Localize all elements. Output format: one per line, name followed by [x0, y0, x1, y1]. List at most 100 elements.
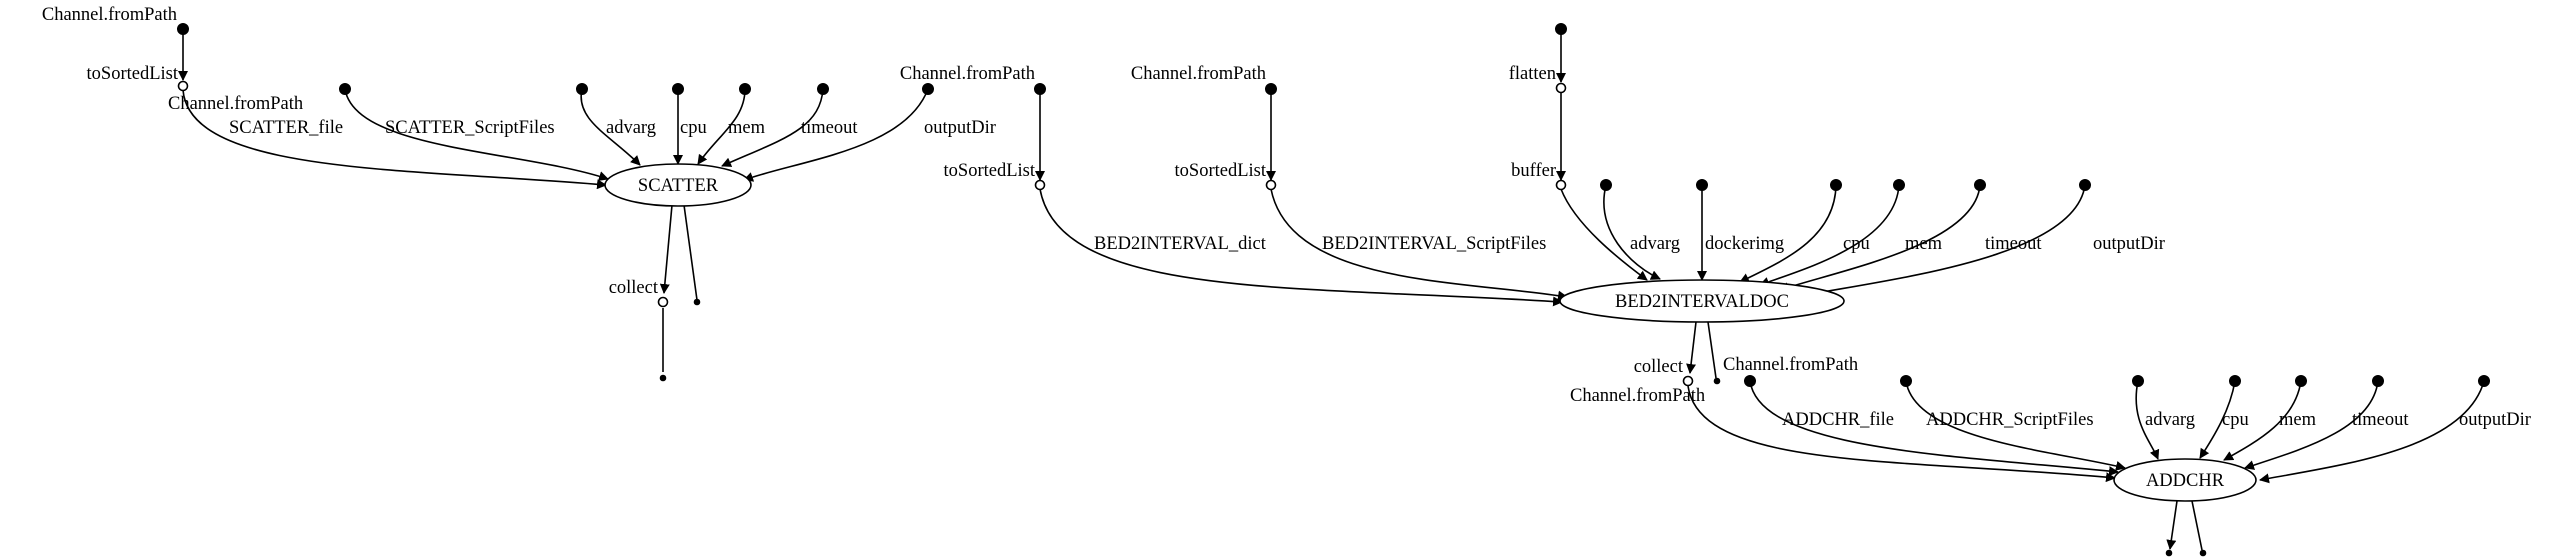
edge-label: timeout	[1985, 234, 2042, 254]
channel-label: Channel.fromPath	[168, 94, 303, 114]
scatter-cluster: SCATTER Channel.fromPath toSortedList Ch…	[42, 5, 996, 382]
edge-label: advarg	[1630, 234, 1680, 254]
channel-label: Channel.fromPath	[1131, 64, 1266, 84]
edge	[580, 88, 641, 166]
source-dot	[1744, 375, 1756, 387]
source-dot	[339, 83, 351, 95]
operator-label: toSortedList	[1175, 161, 1267, 181]
process-node-addchr	[2113, 458, 2257, 502]
edge-label: advarg	[2145, 410, 2195, 430]
edge-label: cpu	[1843, 234, 1870, 254]
edge-label: outputDir	[2459, 410, 2531, 430]
edge	[1687, 385, 2116, 483]
source-dot	[2478, 375, 2490, 387]
edge	[1739, 184, 1837, 283]
process-label-bed2intervaldoc: BED2INTERVALDOC	[1615, 292, 1789, 312]
channel-label: Channel.fromPath	[1723, 355, 1858, 375]
source-dot	[1555, 23, 1567, 35]
operator-label: flatten	[1509, 64, 1556, 84]
edge-label: ADDCHR_file	[1782, 410, 1894, 430]
process-label-addchr: ADDCHR	[2146, 471, 2225, 491]
edge-label: timeout	[801, 118, 858, 138]
source-dot	[672, 83, 684, 95]
operator-node	[1034, 179, 1046, 191]
sink-dot	[659, 374, 667, 382]
edge-label: dockerimg	[1705, 234, 1784, 254]
edge-label: outputDir	[2093, 234, 2165, 254]
edge-label: ADDCHR_ScriptFiles	[1926, 410, 2094, 430]
operator-label: buffer	[1511, 161, 1556, 181]
edge-label: cpu	[680, 118, 707, 138]
channel-label: Channel.fromPath	[42, 5, 177, 25]
edge	[1749, 380, 2119, 477]
edge-label: SCATTER_file	[229, 118, 343, 138]
channel-label: Channel.fromPath	[1570, 386, 1705, 406]
operator-node	[1265, 179, 1277, 191]
source-dot	[1830, 179, 1842, 191]
edge	[2259, 380, 2485, 484]
source-dot	[922, 83, 934, 95]
edge	[743, 88, 929, 182]
edge	[1905, 380, 2126, 471]
edge-label: timeout	[2352, 410, 2409, 430]
edge-label: SCATTER_ScriptFiles	[385, 118, 555, 138]
operator-label: collect	[1634, 357, 1684, 377]
sink-dot	[1713, 377, 1721, 385]
source-dot	[2295, 375, 2307, 387]
operator-label: toSortedList	[87, 64, 179, 84]
edge	[721, 88, 824, 167]
process-node-scatter	[604, 163, 752, 207]
source-dot	[1265, 83, 1277, 95]
edge	[1603, 184, 1661, 280]
operator-node	[177, 80, 189, 92]
sink-dot	[2165, 549, 2173, 557]
sink-dot	[2199, 549, 2207, 557]
edge-label: cpu	[2222, 410, 2249, 430]
edge-label: BED2INTERVAL_ScriptFiles	[1322, 234, 1546, 254]
edge	[2223, 380, 2302, 461]
source-dot	[177, 23, 189, 35]
operator-node	[1682, 375, 1694, 387]
edge	[2135, 380, 2160, 460]
source-dot	[1900, 375, 1912, 387]
process-label-scatter: SCATTER	[638, 176, 719, 196]
edge	[683, 204, 698, 301]
edge	[182, 89, 607, 190]
edge-label: mem	[2279, 410, 2317, 430]
operator-label: collect	[609, 278, 659, 298]
edge	[1779, 184, 1981, 292]
source-dot	[817, 83, 829, 95]
source-dot	[739, 83, 751, 95]
source-dot	[1974, 179, 1986, 191]
edge	[1707, 321, 1717, 379]
edge	[697, 88, 746, 165]
process-node-bed2intervaldoc	[1559, 279, 1845, 323]
source-dot	[1696, 179, 1708, 191]
operator-node	[657, 296, 669, 308]
edge-label: advarg	[606, 118, 656, 138]
source-dot	[2079, 179, 2091, 191]
edge	[659, 204, 673, 294]
edge	[2166, 500, 2178, 550]
bed2interval-cluster: BED2INTERVALDOC Channel.fromPath toSorte…	[900, 23, 2165, 387]
source-dot	[576, 83, 588, 95]
operator-label: toSortedList	[944, 161, 1036, 181]
source-dot	[1034, 83, 1046, 95]
source-dot	[2229, 375, 2241, 387]
edge	[1270, 188, 1568, 301]
source-dot	[1893, 179, 1905, 191]
channel-label: Channel.fromPath	[900, 64, 1035, 84]
edge-label: BED2INTERVAL_dict	[1094, 234, 1267, 254]
edge	[1759, 184, 1900, 287]
edge	[1795, 184, 2086, 301]
addchr-cluster: ADDCHR Channel.fromPath Channel.fromPath…	[1570, 355, 2531, 557]
edge	[1039, 188, 1563, 307]
source-dot	[2132, 375, 2144, 387]
edge	[1686, 321, 1697, 374]
edge	[2199, 380, 2236, 459]
operator-node	[1555, 82, 1567, 94]
edge	[2191, 500, 2203, 551]
source-dot	[2372, 375, 2384, 387]
edge-label: mem	[1905, 234, 1943, 254]
